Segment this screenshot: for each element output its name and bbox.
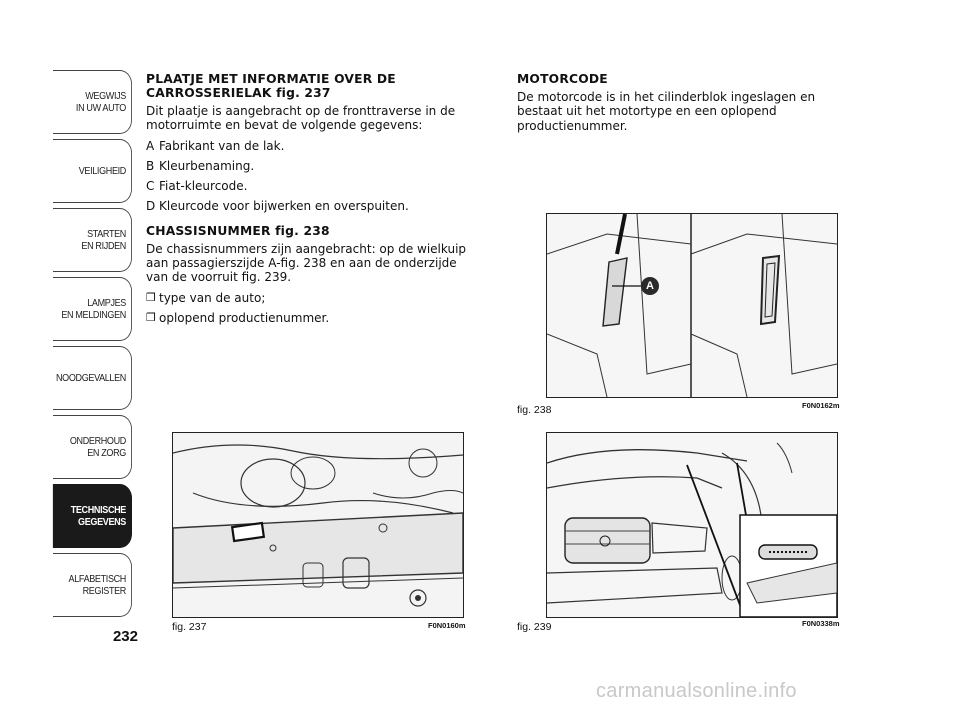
tab-onderhoud[interactable]: ONDERHOUD EN ZORG: [52, 415, 132, 479]
tab-technische-gegevens[interactable]: TECHNISCHE GEGEVENS: [52, 484, 132, 548]
paragraph-chassisnummer: De chassisnummers zijn aangebracht: op d…: [146, 241, 467, 285]
figure-239-code: F0N0338m: [802, 619, 840, 628]
watermark: carmanualsonline.info: [596, 680, 797, 702]
section-heading-chassisnummer: CHASSISNUMMER fig. 238: [146, 223, 330, 238]
figure-237-code: F0N0160m: [428, 621, 466, 630]
callout-a-label: A: [646, 280, 654, 292]
figure-239-caption: fig. 239: [517, 621, 552, 633]
tab-veiligheid[interactable]: VEILIGHEID: [52, 139, 132, 203]
figure-238-code: F0N0162m: [802, 401, 840, 410]
van-front-illustration: [547, 433, 837, 617]
figure-239-van-front: [546, 432, 838, 618]
section-heading-motorcode: MOTORCODE: [517, 72, 608, 86]
right-column: MOTORCODE De motorcode is in het cilinde…: [517, 72, 862, 139]
chassis-number-illustration: [547, 214, 837, 397]
figure-237-caption: fig. 237: [172, 621, 207, 633]
checkbox-bullet-icon: ❒: [146, 290, 156, 304]
figure-238-caption: fig. 238: [517, 404, 552, 416]
checkbox-bullet-icon: ❒: [146, 310, 156, 324]
tab-noodgevallen[interactable]: NOODGEVALLEN: [52, 346, 132, 410]
list-item: ❒type van de auto;: [146, 290, 266, 305]
tab-register[interactable]: ALFABETISCH REGISTER: [52, 553, 132, 617]
paragraph-motorcode: De motorcode is in het cilinderblok inge…: [517, 90, 816, 133]
left-column: PLAATJE MET INFORMATIE OVER DE CARROSSER…: [146, 72, 476, 331]
tab-starten[interactable]: STARTEN EN RIJDEN: [52, 208, 132, 272]
figure-238-chassis-number: [546, 213, 838, 398]
engine-bay-illustration: [173, 433, 463, 617]
page-number: 232: [112, 628, 138, 645]
paragraph-carrosserielak: Dit plaatje is aangebracht op de fronttr…: [146, 104, 456, 133]
tab-wegwijs[interactable]: WEGWIJS IN UW AUTO: [52, 70, 132, 134]
callout-a-marker: A: [641, 277, 659, 295]
section-heading-carrosserielak: PLAATJE MET INFORMATIE OVER DE CARROSSER…: [146, 72, 396, 100]
chassis-bullet-list: ❒type van de auto; ❒oplopend productienu…: [146, 291, 476, 326]
list-item: ❒oplopend productienummer.: [146, 310, 330, 325]
tab-lampjes[interactable]: LAMPJES EN MELDINGEN: [52, 277, 132, 341]
figure-237-engine-bay: [172, 432, 464, 618]
